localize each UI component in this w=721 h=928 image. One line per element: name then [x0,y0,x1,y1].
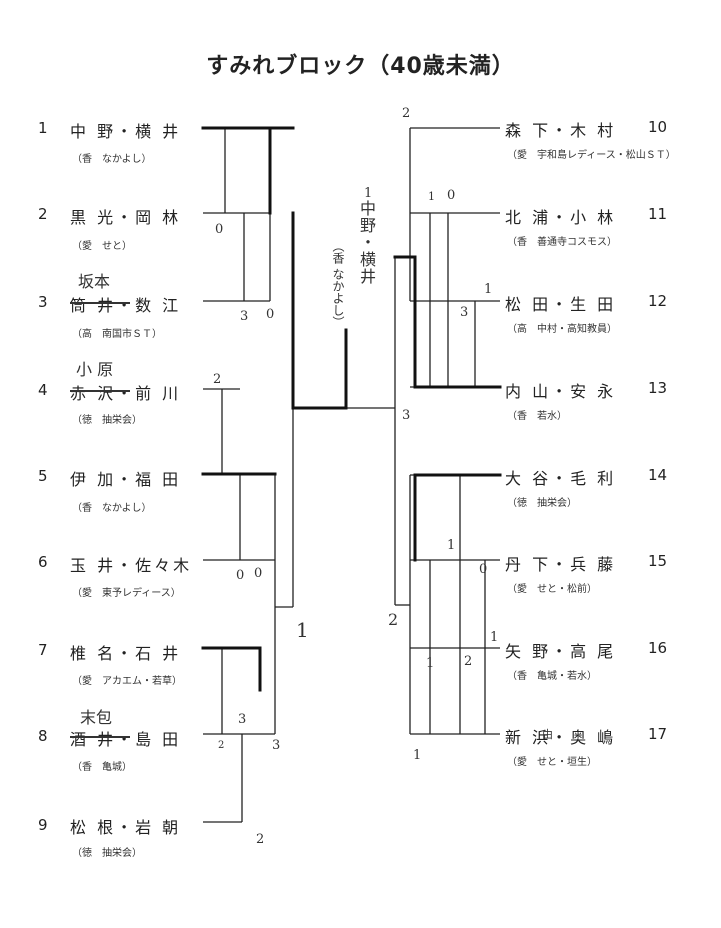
entry-name: 丹 下・兵 藤 [505,555,617,574]
win-final-left [291,211,348,410]
win-path-14 [413,473,502,562]
entry-affiliation: （徳 抽栄会） [72,848,142,859]
entry-name: 筒 井・数 江 [70,296,182,315]
score: 1 [447,538,456,553]
winner-rank: 1 [364,186,373,201]
entry-number: 10 [648,118,668,136]
entry-number: 16 [648,639,668,657]
entry-affiliation: （香 亀城・若水） [507,671,597,682]
winner-name: 中野・横井 [357,200,376,285]
entry-number: 4 [38,381,48,399]
score: 0 [479,562,488,577]
entry-number: 3 [38,293,48,311]
score: 3 [238,712,247,727]
score: 2 [218,740,225,751]
entry-number: 13 [648,379,668,397]
entry-name: 松 根・岩 朝 [70,818,182,837]
score: 0 [447,188,456,203]
entry-affiliation: （愛 せと） [72,241,132,252]
handwritten-substitute-name: 小 原 [76,360,114,379]
entry-name: 内 山・安 永 [505,382,617,401]
entry-affiliation: （徳 抽栄会） [507,498,577,509]
entry-affiliation: （愛 せと・垣生） [507,757,597,768]
entry-number: 12 [648,292,668,310]
entry-affiliation: （香 若水） [507,411,567,422]
entry-number: 7 [38,641,48,659]
entry-name: 酒 井・島 田 [70,730,182,749]
strikethrough [70,736,130,738]
entry-affiliation: （香 亀城） [72,762,132,773]
score: 1 [296,618,309,642]
entry-affiliation: （愛 アカエム・若草） [72,676,182,687]
score: 2 [256,832,265,847]
entry-number: 2 [38,205,48,223]
score: 1 [428,190,435,203]
page-title: すみれブロック（40歳未満） [206,54,515,79]
score: 0 [266,307,275,322]
score: 1 [490,630,499,645]
winner-affiliation: （香 なかよし） [331,240,345,328]
entry-name: 矢 野・高 尾 [505,642,617,661]
entry-name: 椎 名・石 井 [70,644,182,663]
entry-name: 黒 光・岡 林 [70,208,182,227]
entry-name: 玉 井・佐々木 [70,556,193,575]
score: 3 [272,738,281,753]
score: 2 [213,372,222,387]
entry-affiliation: （愛 せと・松前） [507,584,597,595]
score: 2 [464,654,473,669]
score: 3 [460,305,469,320]
entry-name: 松 田・生 田 [505,295,617,314]
score: 1 [484,282,493,297]
entry-affiliation: （徳 抽栄会） [72,415,142,426]
win-path-13 [393,255,502,389]
score: 0 [215,222,224,237]
entry-number: 15 [648,552,668,570]
entry-affiliation: （香 なかよし） [72,154,152,165]
score: 1 [413,748,422,763]
score: 3 [240,309,249,324]
entry-name: 中 野・横 井 [70,122,182,141]
entry-number: 1 [38,119,48,137]
handwritten-correction: 由 [542,728,553,741]
entry-number: 9 [38,816,48,834]
entry-affiliation: （香 なかよし） [72,503,152,514]
entry-number: 6 [38,553,48,571]
entry-number: 8 [38,727,48,745]
win-path-7 [201,646,262,692]
entry-number: 17 [648,725,668,743]
entry-affiliation: （愛 宇和島レディース・松山ＳＴ） [507,150,676,161]
entry-affiliation: （高 中村・高知教員） [507,324,617,335]
score: 2 [402,106,411,121]
entry-number: 14 [648,466,668,484]
strikethrough [70,302,130,304]
score: 0 [236,568,245,583]
score: 2 [388,610,399,629]
handwritten-substitute-name: 末包 [80,708,113,727]
score: 0 [254,566,263,581]
entry-affiliation: （高 南国市ＳＴ） [72,329,162,340]
entry-number: 5 [38,467,48,485]
entry-name: 赤 沢・前 川 [70,384,182,403]
strikethrough [70,390,130,392]
entry-affiliation: （愛 東予レディース） [72,588,181,599]
win-path-1 [201,126,272,215]
handwritten-substitute-name: 坂本 [78,272,111,291]
entry-number: 11 [648,205,668,223]
entry-name: 新 浜・奥 嶋 [505,728,617,747]
score: 3 [402,408,411,423]
entry-affiliation: （香 善通寺コスモス） [507,237,617,248]
score: 1 [426,656,435,671]
entry-name: 北 浦・小 林 [505,208,617,227]
entry-name: 伊 加・福 田 [70,470,182,489]
entry-name: 大 谷・毛 利 [505,469,617,488]
entry-name: 森 下・木 村 [505,121,617,140]
